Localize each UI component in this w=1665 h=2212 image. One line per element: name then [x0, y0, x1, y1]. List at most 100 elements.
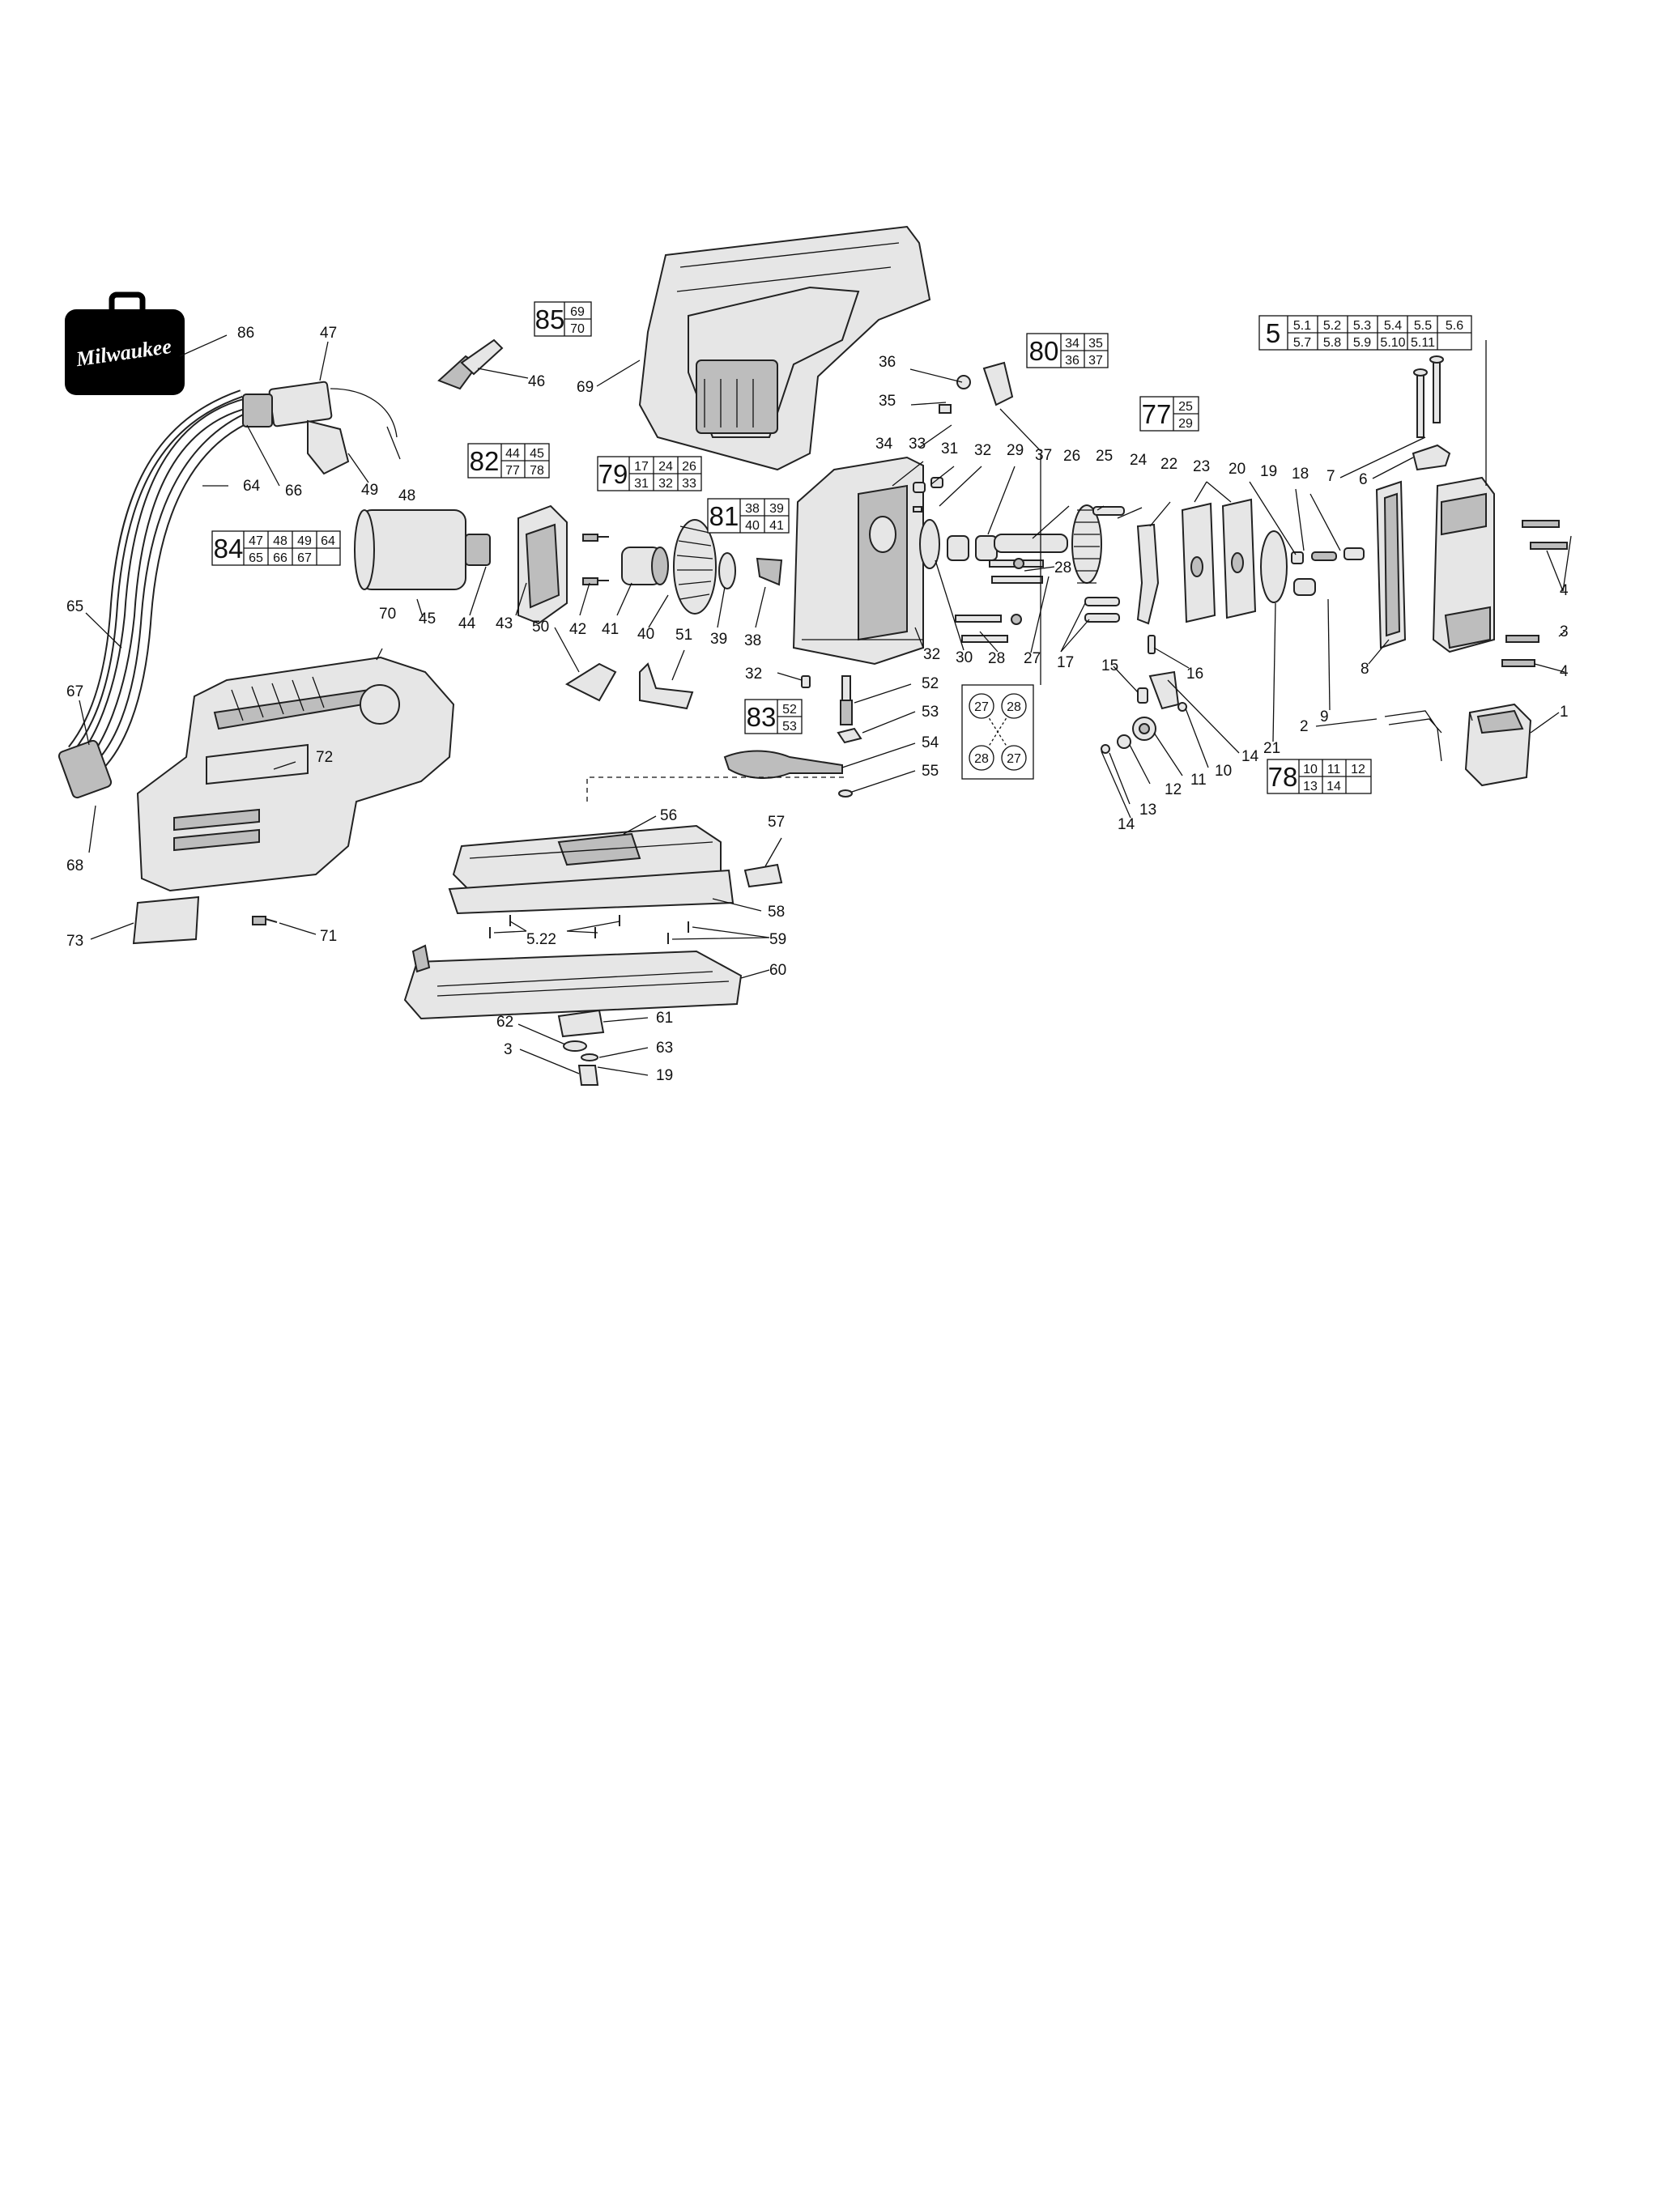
svg-text:10: 10 [1303, 763, 1318, 776]
svg-text:80: 80 [1029, 336, 1059, 366]
screw-71 [252, 916, 278, 925]
callout-14a: 14 [1241, 748, 1259, 765]
svg-text:5.7: 5.7 [1293, 336, 1311, 350]
svg-text:39: 39 [769, 502, 784, 516]
svg-text:77: 77 [1142, 399, 1172, 429]
svg-text:5.6: 5.6 [1446, 319, 1463, 333]
callout-24: 24 [1130, 452, 1148, 469]
callout-7: 7 [1326, 468, 1335, 485]
callout-52: 52 [922, 675, 939, 692]
callout-49: 49 [361, 482, 378, 499]
lever-22 [1136, 523, 1160, 625]
svg-text:5.5: 5.5 [1414, 319, 1432, 333]
inset-label-4: 27 [1007, 752, 1021, 766]
callout-39: 39 [710, 631, 727, 648]
callout-16: 16 [1186, 666, 1203, 683]
callout-labels: 86 47 46 69 66 49 48 64 65 67 68 70 72 7… [66, 325, 1569, 1084]
callout-12: 12 [1165, 781, 1182, 798]
screw-32-small [801, 675, 811, 688]
svg-text:69: 69 [570, 305, 585, 319]
fan-40 [673, 519, 717, 615]
callout-2: 2 [1300, 718, 1309, 735]
kit-box-85: 85 69 70 [534, 301, 592, 337]
callout-5.22: 5.22 [526, 931, 556, 948]
callout-44: 44 [458, 615, 476, 632]
svg-text:17: 17 [634, 460, 649, 474]
callout-8: 8 [1361, 661, 1369, 678]
shaft-26 [994, 534, 1068, 553]
svg-text:47: 47 [249, 534, 263, 548]
svg-text:44: 44 [505, 447, 520, 461]
svg-text:66: 66 [273, 551, 287, 565]
svg-text:5.2: 5.2 [1323, 319, 1341, 333]
callout-6: 6 [1359, 471, 1368, 488]
callout-32a: 32 [974, 442, 991, 459]
svg-text:65: 65 [249, 551, 263, 565]
callout-19b: 19 [656, 1067, 673, 1084]
washer-55 [838, 789, 853, 798]
callout-71: 71 [320, 928, 337, 945]
screw-pattern-inset: 27 28 28 27 [961, 684, 1034, 780]
svg-text:29: 29 [1178, 417, 1193, 431]
callout-32c: 32 [745, 666, 762, 683]
callout-61: 61 [656, 1010, 673, 1027]
svg-text:5.8: 5.8 [1323, 336, 1341, 350]
svg-text:52: 52 [782, 703, 797, 717]
callout-38: 38 [744, 632, 761, 649]
kit-box-83: 83 52 53 [744, 699, 803, 734]
svg-text:11: 11 [1327, 763, 1341, 776]
kit-box-81: 81 38 39 40 41 [707, 498, 790, 534]
callout-72: 72 [316, 749, 333, 766]
callout-60: 60 [769, 962, 786, 979]
roller-10-14 [1101, 702, 1187, 754]
fan-bearing-43 [517, 504, 568, 625]
svg-text:67: 67 [297, 551, 312, 565]
svg-text:12: 12 [1351, 763, 1365, 776]
gear-25 [1071, 504, 1102, 584]
clip-6 [1412, 444, 1451, 471]
svg-text:85: 85 [535, 304, 565, 334]
pins-7 [1413, 355, 1444, 438]
svg-text:53: 53 [782, 720, 797, 734]
cord-assembly [57, 389, 262, 799]
callout-36: 36 [879, 354, 896, 371]
callout-28b: 28 [988, 650, 1005, 667]
callout-48: 48 [398, 487, 415, 504]
svg-text:5: 5 [1266, 318, 1280, 348]
callout-70: 70 [379, 606, 396, 623]
kit-box-77: 77 25 29 [1139, 396, 1199, 432]
gear-housing-33 [792, 456, 924, 666]
svg-text:35: 35 [1088, 337, 1103, 351]
plates-23 [1181, 498, 1257, 623]
callout-14b: 14 [1118, 816, 1135, 833]
bearing-41 [621, 547, 669, 585]
wheel-30 [919, 519, 940, 569]
housing-half-70 [136, 656, 455, 892]
svg-text:78: 78 [530, 464, 544, 478]
callout-64: 64 [243, 478, 261, 495]
svg-text:40: 40 [745, 519, 760, 533]
pins-17-24 [1084, 506, 1125, 623]
svg-text:31: 31 [634, 477, 649, 491]
svg-text:5.4: 5.4 [1384, 319, 1402, 333]
callout-22: 22 [1160, 456, 1177, 473]
svg-text:38: 38 [745, 502, 760, 516]
callout-42: 42 [569, 621, 586, 638]
callout-26: 26 [1063, 448, 1080, 465]
svg-text:13: 13 [1303, 780, 1318, 793]
rollers-19-20 [1291, 547, 1365, 596]
callout-30: 30 [956, 649, 973, 666]
label-73 [132, 895, 200, 945]
switch-47 [242, 381, 398, 475]
kit-box-80: 80 34 35 36 37 [1026, 333, 1109, 368]
bracket-15-16 [1137, 635, 1180, 710]
svg-text:5.11: 5.11 [1411, 336, 1435, 350]
callout-29: 29 [1007, 442, 1024, 459]
svg-text:24: 24 [658, 460, 673, 474]
svg-text:78: 78 [1268, 762, 1298, 792]
callout-56: 56 [660, 807, 677, 824]
callout-46: 46 [528, 373, 545, 390]
callout-10: 10 [1215, 763, 1232, 780]
screws-42 [582, 534, 609, 585]
